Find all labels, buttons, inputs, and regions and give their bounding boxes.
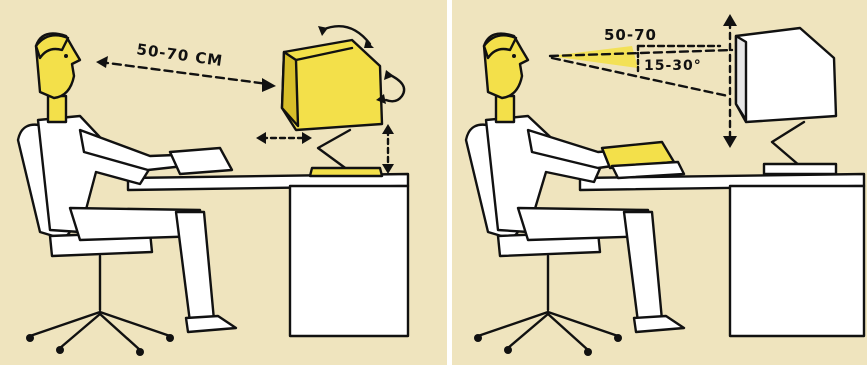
panel-1-drawing: 50-70 CM <box>0 0 447 365</box>
panel-2-drawing: 50-70 15-30° <box>452 0 867 365</box>
distance-label: 50-70 <box>604 26 657 44</box>
panel-monitor-adjustment: 50-70 CM <box>0 0 447 365</box>
monitor <box>280 38 384 132</box>
monitor-stand <box>762 120 838 176</box>
desk <box>126 172 410 338</box>
horizontal-arrow <box>256 132 312 144</box>
seated-person <box>34 32 238 334</box>
monitor-stand <box>308 128 384 178</box>
vertical-arrow <box>382 124 394 174</box>
sightline-arrow <box>96 56 276 92</box>
desk <box>578 172 866 338</box>
sight-cone <box>548 44 734 98</box>
tilt-arrows <box>318 25 406 104</box>
vertical-height-arrow <box>723 14 737 148</box>
monitor <box>734 26 838 124</box>
angle-label: 15-30° <box>644 58 702 74</box>
seated-person <box>482 32 686 334</box>
panel-viewing-angle: 50-70 15-30° <box>452 0 867 365</box>
